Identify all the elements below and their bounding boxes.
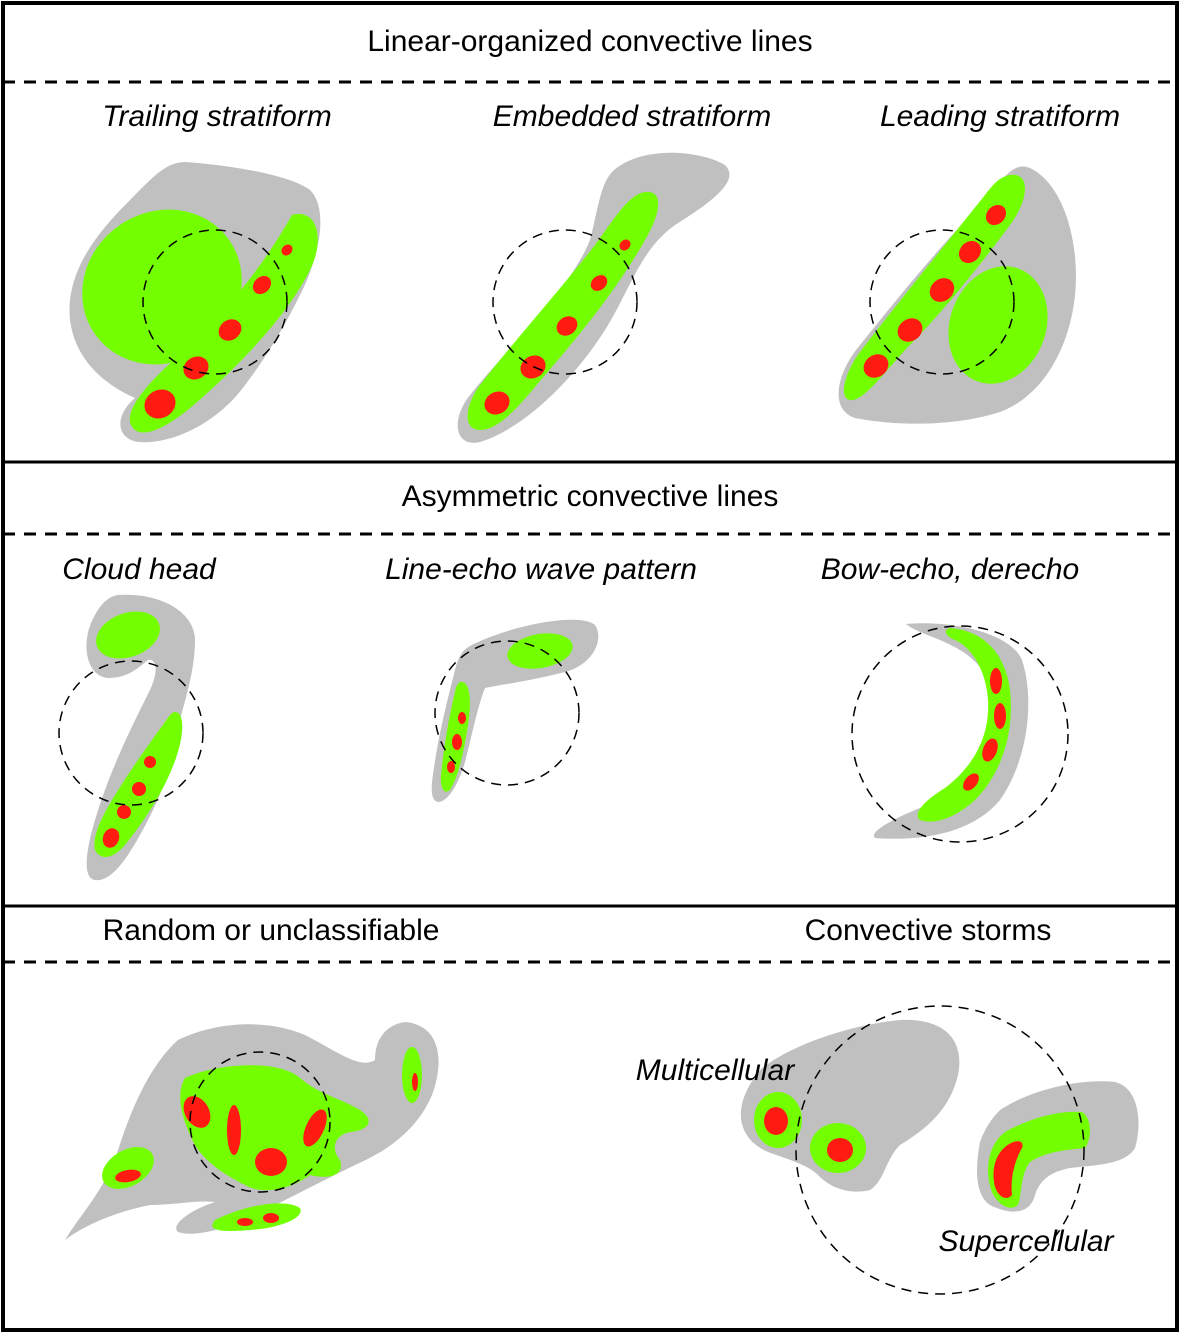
convective-core <box>144 389 176 419</box>
convective-core <box>255 1148 287 1176</box>
embedded-stratiform-storm <box>457 152 730 443</box>
header-convective-storms: Convective storms <box>804 914 1052 947</box>
convective-region <box>82 209 242 365</box>
dashed-circle <box>869 229 1015 375</box>
dashed-circle <box>58 660 204 806</box>
convective-core <box>117 805 131 819</box>
convective-core <box>993 1141 1023 1198</box>
convective-core <box>252 275 272 295</box>
convective-core <box>412 1073 418 1091</box>
convective-core <box>556 316 578 336</box>
convective-core <box>990 668 1002 694</box>
convective-line <box>988 1111 1090 1208</box>
convective-core <box>102 828 120 848</box>
convective-core <box>484 391 510 415</box>
line-echo-wave-storm <box>431 619 599 802</box>
label-bow-echo-derecho: Bow-echo, derecho <box>820 553 1080 586</box>
dashed-circle <box>795 1005 1085 1295</box>
convective-core <box>183 356 209 380</box>
convective-core <box>132 782 146 796</box>
dashed-circle <box>492 229 638 375</box>
header-linear-organized: Linear-organized convective lines <box>367 25 813 58</box>
convective-core <box>447 761 455 773</box>
convective-line <box>467 191 659 430</box>
dashed-circle <box>434 640 580 786</box>
random-storm <box>65 1022 439 1240</box>
convective-region <box>180 1065 369 1191</box>
convective-core <box>452 734 462 750</box>
convective-core <box>897 318 923 342</box>
stratiform-region <box>740 1019 960 1192</box>
convective-core <box>827 1138 853 1162</box>
convective-core <box>144 756 156 768</box>
convective-core <box>963 773 979 791</box>
label-supercellular: Supercellular <box>938 1225 1114 1258</box>
label-multicellular: Multicellular <box>635 1054 795 1087</box>
convective-region <box>402 1047 422 1103</box>
convective-core <box>985 204 1007 226</box>
convective-core <box>303 1109 327 1147</box>
dashed-circle <box>142 229 288 375</box>
header-random-unclassifiable: Random or unclassifiable <box>102 914 440 947</box>
bow-echo-storm <box>851 623 1069 843</box>
cloud-head-storm <box>58 594 204 881</box>
trailing-stratiform-storm <box>69 162 321 443</box>
label-leading-stratiform: Leading stratiform <box>879 100 1121 133</box>
convective-core <box>764 1107 788 1135</box>
convective-core <box>994 703 1006 729</box>
label-line-echo-wave-pattern: Line-echo wave pattern <box>385 553 697 586</box>
dashed-circle <box>189 1051 331 1193</box>
convective-core <box>590 275 608 291</box>
convective-core <box>619 239 631 251</box>
convective-core <box>929 278 955 302</box>
label-cloud-head: Cloud head <box>62 553 216 586</box>
convective-storms <box>740 1005 1139 1295</box>
convective-core <box>237 1218 253 1226</box>
convective-core <box>281 244 293 256</box>
convective-core <box>115 1169 141 1183</box>
convective-region <box>102 1147 154 1189</box>
convective-line <box>917 628 1011 822</box>
leading-stratiform-storm <box>838 166 1076 424</box>
convective-region <box>96 611 160 659</box>
header-asymmetric: Asymmetric convective lines <box>401 480 779 513</box>
label-embedded-stratiform: Embedded stratiform <box>492 100 772 133</box>
label-trailing-stratiform: Trailing stratiform <box>102 100 332 133</box>
stratiform-region <box>431 619 599 802</box>
convective-core <box>263 1213 279 1223</box>
convective-core <box>863 354 889 378</box>
convective-core <box>227 1105 241 1155</box>
convective-core <box>218 319 242 341</box>
convective-region <box>948 266 1048 384</box>
convective-core <box>982 738 998 762</box>
convective-region <box>212 1203 301 1231</box>
dashed-circle <box>851 625 1069 843</box>
convective-core <box>958 240 982 264</box>
convective-core <box>458 712 466 724</box>
